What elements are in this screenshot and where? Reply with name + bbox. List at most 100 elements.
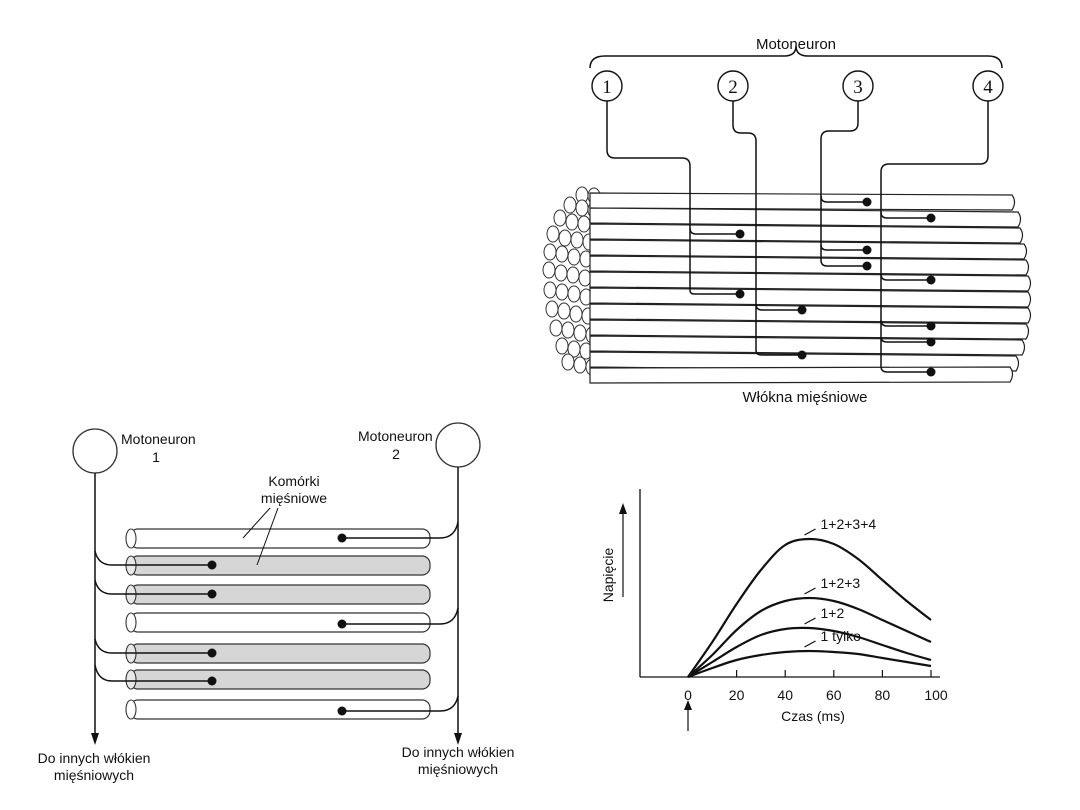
axon-branch xyxy=(94,579,212,595)
axon-neuron-4 xyxy=(880,101,989,373)
motoneuron-title: Motoneuron xyxy=(756,36,836,53)
neuron-number-2: 2 xyxy=(728,77,738,98)
synapse-dot xyxy=(735,229,745,239)
two-motoneuron-diagram: Motoneuron 1 Motoneuron 2 xyxy=(38,422,515,783)
synapse-dot xyxy=(207,676,217,686)
x-tick-label: 60 xyxy=(826,687,842,703)
synapse-dots-left xyxy=(207,533,347,716)
series-line-4 xyxy=(687,537,932,678)
x-axis-label: Czas (ms) xyxy=(781,708,845,724)
y-axis-arrowhead xyxy=(619,503,627,514)
left-output-line2: mięśniowych xyxy=(54,767,134,783)
x-tick-label: 20 xyxy=(729,687,745,703)
axon-branch xyxy=(94,550,212,566)
axon-neuron-3 xyxy=(820,101,866,267)
cells-label-line2: mięśniowe xyxy=(261,490,327,506)
axon-branch xyxy=(94,664,212,682)
neuron-number-3: 3 xyxy=(853,77,863,98)
series-label-2: 1+2 xyxy=(821,605,845,621)
synapse-dot xyxy=(926,367,936,377)
axon-branch xyxy=(342,521,459,539)
series-label-leader xyxy=(804,640,816,648)
axon-neuron-4-branch-c xyxy=(880,319,930,327)
axon-branch xyxy=(342,607,459,625)
synapse-dot xyxy=(862,245,872,255)
muscle-fiber xyxy=(589,351,1020,372)
cells-pointer-2 xyxy=(256,507,279,566)
synapse-dot xyxy=(862,261,872,271)
axon-neuron-4-branch-d xyxy=(880,336,930,343)
cells-label-line1: Komórki xyxy=(268,473,319,489)
axon-branch xyxy=(94,638,212,654)
synapse-dot xyxy=(337,619,347,629)
axon-neuron-3-branch-a xyxy=(820,195,866,203)
cells-pointer-1 xyxy=(242,507,271,539)
muscle-fiber xyxy=(589,239,1028,260)
neuron-circle-3: 3 xyxy=(842,70,874,102)
neuron-circle-4: 4 xyxy=(972,70,1004,102)
motoneuron-2-soma xyxy=(435,422,481,468)
motoneuron-2-number: 2 xyxy=(392,446,400,462)
axon-neuron-1-branch xyxy=(689,227,740,235)
series-line-2 xyxy=(687,626,932,678)
synapse-dot xyxy=(207,589,217,599)
muscle-fibers xyxy=(589,192,1032,384)
synapse-dot xyxy=(797,350,807,360)
synapse-dot xyxy=(207,560,217,570)
muscle-cell-white xyxy=(125,699,431,720)
motor-unit-bundle-diagram: Motoneuron 1 2 3 4 xyxy=(542,36,1032,406)
left-output-line1: Do innych włókien xyxy=(38,750,151,766)
axon-neuron-4-branch-b xyxy=(880,273,930,281)
x-tick-label: 100 xyxy=(924,687,948,703)
synapse-dot xyxy=(926,337,936,347)
axon-neuron-2-branch xyxy=(755,303,802,311)
stimulus-arrowhead xyxy=(684,700,692,710)
neuron-number-4: 4 xyxy=(983,77,993,98)
axon-neuron-3-branch-b xyxy=(820,244,866,251)
muscle-cell-white xyxy=(125,612,431,633)
motoneuron-1-soma xyxy=(72,428,118,474)
right-output-line1: Do innych włókien xyxy=(402,744,515,760)
x-tick-label: 0 xyxy=(684,687,692,703)
series-label-1: 1 tylko xyxy=(821,628,862,644)
synapse-dot xyxy=(926,213,936,223)
muscle-fiber xyxy=(589,287,1032,308)
axon-neuron-1 xyxy=(606,101,740,295)
series-label-leader xyxy=(804,528,816,536)
series-line-3 xyxy=(687,596,932,678)
series-line-1 xyxy=(687,649,932,679)
axon-neuron-4-branch-a xyxy=(880,211,930,219)
motoneuron-2-label: Motoneuron xyxy=(358,428,433,444)
series: 1 tylko 1+2 1+2+3 1+2+3+4 xyxy=(687,516,932,679)
right-output-line2: mięśniowych xyxy=(418,761,498,777)
series-label-leader xyxy=(804,617,816,625)
synapse-dot xyxy=(797,305,807,315)
x-tick-label: 40 xyxy=(777,687,793,703)
muscle-fiber xyxy=(589,335,1026,356)
neuron-circle-2: 2 xyxy=(717,70,749,102)
synapse-dot xyxy=(926,275,936,285)
motoneuron-brace xyxy=(589,45,1003,69)
axon-neuron-2 xyxy=(732,101,802,356)
fibers-caption: Włókna mięśniowe xyxy=(742,389,867,406)
muscle-fiber xyxy=(589,303,1032,324)
synapse-dot xyxy=(207,648,217,658)
muscle-fiber xyxy=(589,223,1024,244)
synapse-dot xyxy=(337,706,347,716)
series-label-4: 1+2+3+4 xyxy=(821,516,877,532)
muscle-fiber xyxy=(589,207,1022,228)
motoneuron-1-arrowhead xyxy=(91,733,99,745)
synapse-dot xyxy=(337,533,347,543)
motoneuron-2-arrowhead xyxy=(454,733,462,745)
synapse-dot xyxy=(862,197,872,207)
muscle-fiber xyxy=(589,271,1032,292)
muscle-fiber xyxy=(589,192,1016,211)
synapse-dot xyxy=(926,321,936,331)
neuron-circle-1: 1 xyxy=(591,70,623,102)
muscle-fiber xyxy=(589,366,1014,384)
series-label-3: 1+2+3 xyxy=(821,575,861,591)
axon-wiring xyxy=(606,101,989,373)
